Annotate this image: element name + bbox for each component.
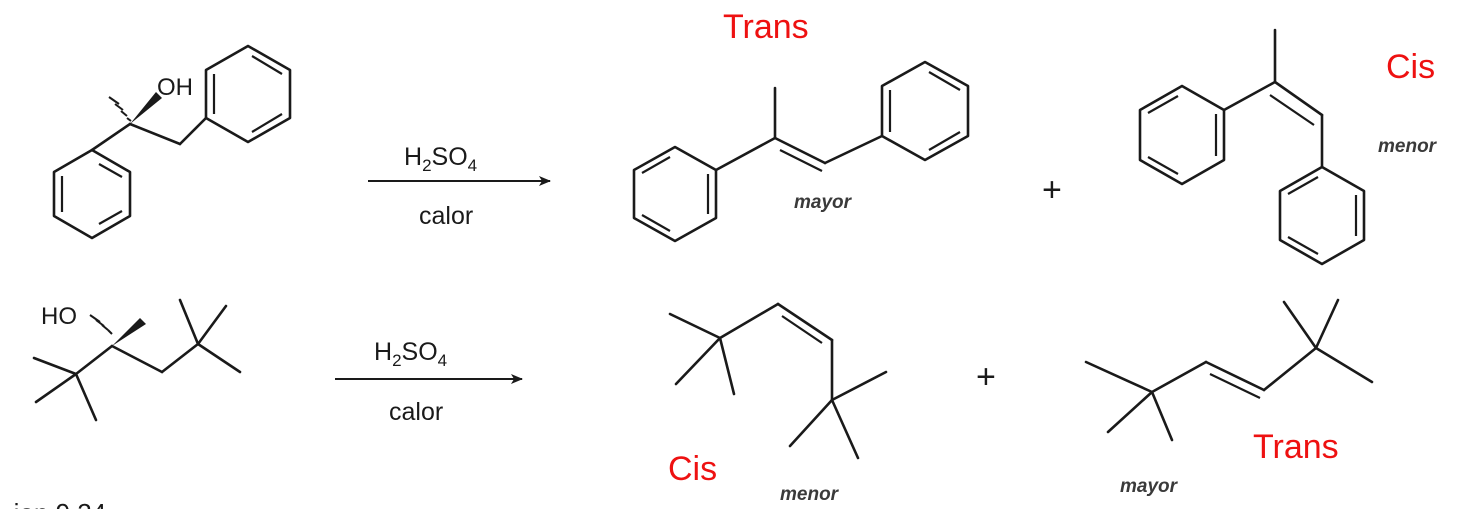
product-cis-alkene-structure <box>668 302 888 460</box>
product-cis-stilbene-structure <box>1138 28 1366 266</box>
hydroxyl-label: OH <box>157 74 193 101</box>
plus-sign-1: + <box>1042 171 1062 209</box>
reactant-2-structure <box>32 298 242 422</box>
condition-2: calor <box>389 398 443 426</box>
trans-label-top: Trans <box>723 8 809 46</box>
cis-label-top: Cis <box>1386 48 1435 86</box>
reagent-2: H2SO4 <box>374 338 447 370</box>
cis-label-bottom: Cis <box>668 450 717 488</box>
minor-note-1: menor <box>1378 136 1438 157</box>
major-note-2: mayor <box>1120 476 1179 497</box>
minor-note-2: menor <box>780 484 840 505</box>
reactant-1-structure <box>52 44 292 240</box>
hydroxyl-label-2: HO <box>41 303 77 330</box>
product-trans-stilbene-structure <box>632 60 970 243</box>
condition-1: calor <box>419 202 473 230</box>
trans-label-bottom: Trans <box>1253 428 1339 466</box>
major-note-1: mayor <box>794 192 853 213</box>
plus-sign-2: + <box>976 358 996 396</box>
product-trans-alkene-structure <box>1084 298 1374 442</box>
footer-fragment: ...ion 9.24 <box>0 498 106 509</box>
reagent-1: H2SO4 <box>404 143 477 175</box>
